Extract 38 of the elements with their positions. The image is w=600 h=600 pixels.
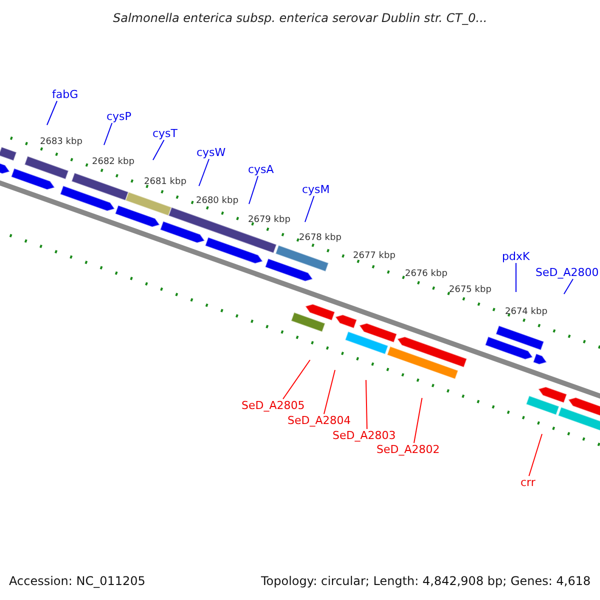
gene-label: SeD_A2804 [288,414,351,427]
position-label: 2682 kbp [92,156,134,168]
position-label: 2678 kbp [299,232,342,244]
title: Salmonella enterica subsp. enterica serovar Dublin str. CT_0... [113,11,488,26]
gene-label: cysT [152,126,178,140]
leader-line [248,176,258,204]
leader-line [528,434,542,476]
gene-label: cysM [302,182,330,196]
leader-line [282,360,310,400]
position-label: 2679 kbp [248,214,290,226]
footer-text: Topology: circular; Length: 4,842,908 bp; Genes: 4,618 [261,574,591,588]
position-label: 2674 kbp [505,306,548,318]
gene-label: crr [520,476,536,489]
gene-label: SeD_A2805 [242,398,305,412]
position-label: 2680 kbp [196,196,238,206]
gene-label: pdxK [502,250,530,263]
gene-label: SeD_A2803 [332,428,396,442]
leader-line [304,196,314,222]
gene-label: SeD_A2800 [536,266,599,279]
gene-label: SeD_A2802 [376,442,440,456]
leader-line [414,398,422,444]
position-label: 2676 kbp [405,268,448,280]
leader-line [46,100,58,126]
leader-line [564,278,574,294]
position-label: 2681 kbp [144,176,186,188]
position-label: 2677 kbp [353,250,396,262]
leader-line [366,380,368,430]
position-label: 2683 kbp [40,136,82,148]
footer-text: Accession: NC_011205 [9,574,146,588]
leader-line [198,158,210,186]
leader-line [152,140,164,160]
gene-label: cysP [106,110,132,123]
gene-label: fabG [52,88,78,101]
leader-line [104,122,112,146]
gene-label: cysA [248,162,274,176]
position-label: 2675 kbp [449,284,492,296]
leader-line [324,370,336,414]
gene-label: cysW [196,146,226,159]
